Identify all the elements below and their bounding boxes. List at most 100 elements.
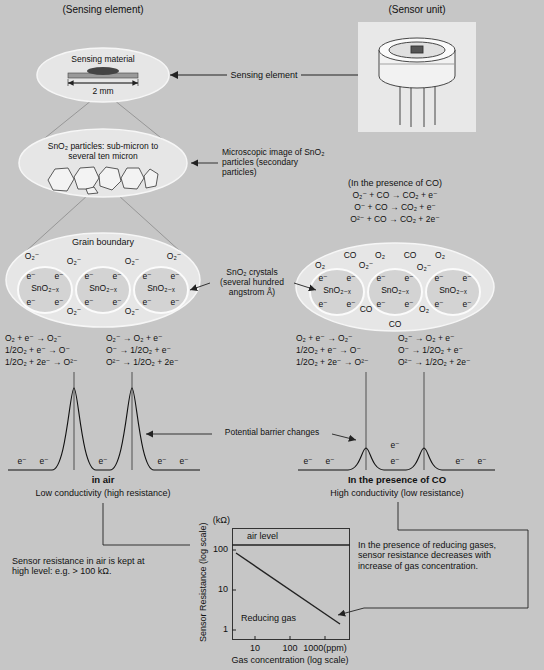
label-holder: e⁻ (170, 298, 179, 308)
connector-label: Sensing element (227, 70, 300, 80)
species-symbol: e⁻ (54, 272, 63, 282)
crystal-shape (426, 269, 480, 315)
crystal-shape (310, 269, 364, 315)
text-holder: O²⁻ + CO → CO₂ + 2e⁻ (295, 215, 495, 225)
species-symbol: e⁻ (462, 274, 471, 284)
label-holder: O⁻ → 1/2O₂ + e⁻ (106, 346, 206, 356)
annotation-text: 1/2O₂ + e⁻ → O⁻ (5, 346, 105, 356)
label-holder: O₂ + e⁻ → O₂⁻ (5, 334, 105, 344)
label-holder: e⁻ (462, 300, 471, 310)
axis-tick (325, 636, 326, 640)
species-symbol: e⁻ (325, 457, 334, 467)
text-holder: SnO₂₋ₓ (133, 284, 189, 294)
text-holder: 2 mm (78, 87, 128, 97)
leader-arrow (190, 283, 210, 290)
species-symbol: e⁻ (404, 300, 413, 310)
species-symbol: e⁻ (477, 457, 486, 467)
label-holder: e⁻ (98, 457, 107, 467)
label-holder: O²⁻ → 1/2O₂ + 2e⁻ (106, 358, 206, 368)
species-symbol: CO (404, 251, 417, 261)
label-holder: e⁻ (404, 274, 413, 284)
label-holder: 1/2O₂ + e⁻ → O⁻ (5, 346, 105, 356)
zoom-ellipse: SnO₂ particles: sub-micron to several te… (18, 128, 188, 198)
leader-arrow (294, 283, 316, 290)
axis-tick (232, 550, 236, 551)
crystal-node: SnO₂₋ₓ (17, 266, 73, 314)
label-holder: CO (344, 251, 357, 261)
dimension-tick (138, 79, 139, 86)
text-holder: O₂⁻ + CO → CO₂ + e⁻ (295, 191, 495, 201)
crystal-shape (134, 267, 188, 313)
label-holder: O₂ (315, 261, 325, 271)
annotation-text: O₂ + e⁻ → O₂⁻ (296, 334, 396, 344)
species-symbol: e⁻ (390, 457, 399, 467)
particle (144, 169, 158, 188)
species-symbol: O₂⁻ (167, 252, 181, 262)
label-holder: O₂⁻ (167, 252, 181, 262)
label-holder: Sensor Resistance (log scale) (198, 515, 208, 649)
species-symbol: e⁻ (98, 457, 107, 467)
species-symbol: e⁻ (26, 298, 35, 308)
species-symbol: e⁻ (157, 457, 166, 467)
label-holder: O₂ (375, 251, 385, 261)
axis-label: 10 (200, 584, 228, 594)
label-holder: O₂⁻ (359, 261, 373, 271)
species-symbol: O₂⁻ (417, 263, 431, 273)
label-holder: e⁻ (157, 457, 166, 467)
node-text: O²⁻ + CO → CO₂ + 2e⁻ (295, 215, 495, 225)
crystal-node: SnO₂₋ₓ (133, 266, 189, 314)
label-holder: e⁻ (26, 298, 35, 308)
label-holder: e⁻ (54, 272, 63, 282)
boundary-lines (74, 372, 424, 470)
label-holder: e⁻ (390, 441, 399, 451)
label-holder: In the presence of reducing gases, senso… (358, 540, 520, 571)
boundary-line (366, 372, 367, 470)
sensing-material (87, 67, 119, 75)
label-holder: 100 (278, 643, 302, 653)
sensor-mesh (389, 42, 445, 58)
barrier-curve-low (298, 448, 495, 470)
dimension-tick (68, 79, 69, 86)
text-holder: SnO₂ particles: sub-micron to several te… (35, 142, 171, 162)
pin (424, 86, 425, 127)
species-symbol: O₂ (435, 251, 445, 261)
label-holder: e⁻ (376, 274, 385, 284)
annotation-text: O₂ + e⁻ → O₂⁻ (5, 334, 105, 344)
species-symbol: e⁻ (170, 272, 179, 282)
label-holder: e⁻ (142, 272, 151, 282)
text-holder: O⁻ + CO → CO₂ + e⁻ (295, 203, 495, 213)
sensor-cap (379, 38, 455, 62)
label-holder: e⁻ (455, 457, 464, 467)
text-holder: SnO₂₋ₓ (75, 284, 131, 294)
particle (48, 168, 74, 191)
annotation-text: O⁻ → 1/2O₂ + e⁻ (106, 346, 206, 356)
zoom-ellipse: (In the presence of CO)O₂⁻ + CO → CO₂ + … (295, 178, 495, 334)
leader-arrow (146, 434, 212, 435)
label-holder: e⁻ (404, 300, 413, 310)
label-holder: In the presence of CO (322, 475, 472, 486)
text-holder: SnO₂₋ₓ (309, 286, 365, 296)
axis-label: Gas concentration (log scale) (220, 655, 360, 665)
species-symbol: e⁻ (434, 300, 443, 310)
text-holder: (Sensor unit) (358, 4, 476, 16)
ellipse-shape (6, 233, 200, 327)
label-holder: e⁻ (84, 298, 93, 308)
species-symbol: e⁻ (179, 457, 188, 467)
reducing-gas-line (236, 553, 340, 624)
text-holder: Reducing gas (241, 613, 321, 623)
annotation-text: SnO₂ crystals (several hundred angstrom … (212, 268, 292, 297)
label-holder: (kΩ) (202, 515, 230, 525)
species-symbol: CO (344, 251, 357, 261)
label-holder: e⁻ (39, 457, 48, 467)
node-text: O₂⁻ + CO → CO₂ + e⁻ (295, 191, 495, 201)
label-holder: e⁻ (346, 274, 355, 284)
label-holder: O₂⁻ (67, 257, 81, 267)
crystal-node: SnO₂₋ₓ (309, 268, 365, 316)
species-symbol: O₂⁻ (125, 257, 139, 267)
axis-tick (290, 636, 291, 640)
crystal-shape (368, 269, 422, 315)
node-text: O⁻ + CO → CO₂ + e⁻ (295, 203, 495, 213)
node-text: Grain boundary (53, 237, 153, 247)
pin (435, 84, 436, 125)
leader-lines (103, 163, 528, 615)
